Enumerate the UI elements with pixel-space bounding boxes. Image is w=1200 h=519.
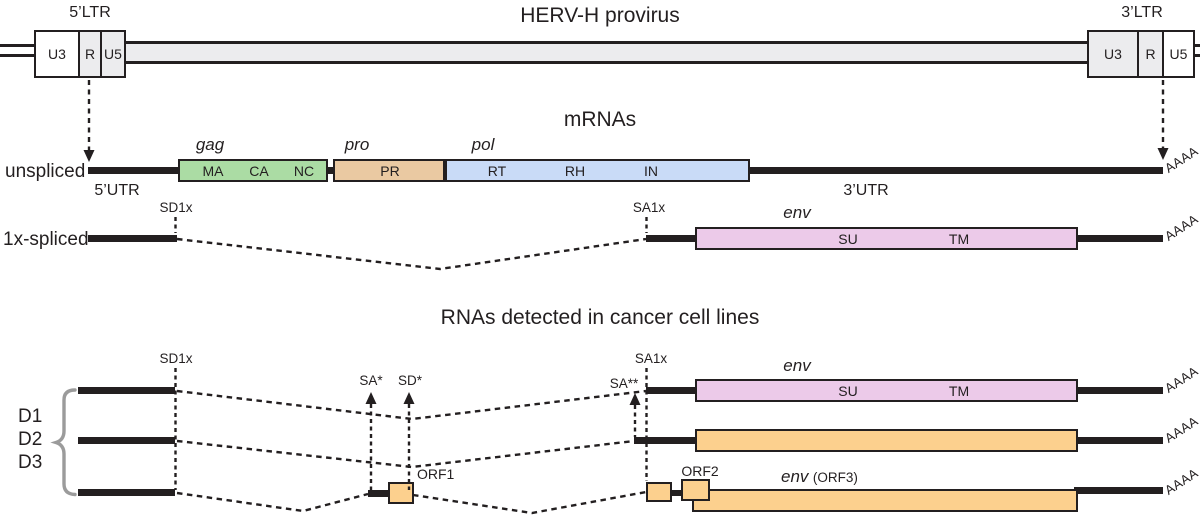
env-tm-domain: TM bbox=[948, 230, 970, 247]
d1-exon1-line bbox=[78, 387, 175, 394]
orf1-label: ORF1 bbox=[417, 466, 455, 482]
gag-ca-domain: CA bbox=[249, 162, 269, 179]
sa-star-arrowhead-icon bbox=[365, 392, 377, 404]
ltr3-r-label: R bbox=[1145, 46, 1156, 62]
d3-exon1-line bbox=[78, 489, 175, 496]
sd-star-label: SD* bbox=[397, 373, 423, 388]
spliced-exon1-line bbox=[88, 235, 177, 242]
utr5-label: 5’UTR bbox=[94, 182, 140, 199]
flanking-dna-right-line bbox=[1193, 54, 1200, 57]
ltr5-label: 5’LTR bbox=[69, 4, 111, 21]
pro-pr-domain: PR bbox=[380, 162, 400, 179]
d1-env-gene-label: env bbox=[783, 356, 811, 375]
d3-intron1-line bbox=[176, 491, 369, 513]
pro-gene-label: pro bbox=[344, 135, 370, 154]
pol-rt-domain: RT bbox=[487, 162, 507, 179]
utr3-label: 3’UTR bbox=[843, 182, 889, 199]
d3-env-orf3-box bbox=[692, 489, 1078, 512]
unspliced-row-label: unspliced bbox=[5, 161, 86, 182]
d3-orf2-box bbox=[681, 479, 710, 501]
ltr3-u5-label: U5 bbox=[1169, 46, 1188, 62]
gag-gene-label: gag bbox=[195, 135, 225, 154]
ltr5-u3-box: U3 bbox=[34, 30, 80, 78]
sd1x-label-mrna: SD1x bbox=[159, 200, 193, 215]
d2-orf-box bbox=[695, 429, 1078, 452]
provirus-title: HERV-H provirus bbox=[520, 4, 680, 27]
polya-d1: AAAA bbox=[1161, 363, 1200, 396]
flanking-dna-right-line bbox=[1193, 44, 1200, 47]
provirus-body-bar bbox=[124, 41, 1089, 64]
gag-box: MA CA NC bbox=[178, 159, 328, 182]
d2-exon1-line bbox=[78, 437, 175, 444]
polya-spliced: AAAA bbox=[1161, 211, 1200, 244]
ltr5-u3-label: U3 bbox=[48, 46, 66, 62]
ltr3-label: 3’LTR bbox=[1121, 4, 1163, 21]
pol-in-domain: IN bbox=[644, 162, 658, 179]
orf2-label: ORF2 bbox=[681, 463, 719, 479]
ltr3-r-box: R bbox=[1137, 30, 1164, 78]
ltr5-u5-label: U5 bbox=[104, 46, 122, 62]
polya-unspliced: AAAA bbox=[1161, 143, 1200, 176]
spliced-row-label: 1x-spliced bbox=[3, 229, 89, 250]
sd-star-arrowhead-icon bbox=[403, 392, 415, 404]
env-box: SU TM bbox=[695, 227, 1078, 250]
ltr3-u3-box: U3 bbox=[1087, 30, 1139, 78]
d3-exon3-small-box bbox=[646, 482, 672, 502]
d3-intron2-line bbox=[412, 490, 647, 515]
polya-site-arrowhead-icon bbox=[1157, 148, 1169, 160]
group-brace-icon bbox=[50, 388, 77, 497]
d3-orf1-box bbox=[388, 482, 414, 504]
env-orf3-env-part: env bbox=[781, 467, 809, 486]
polya-d3: AAAA bbox=[1161, 465, 1200, 498]
flanking-dna-left-line bbox=[0, 54, 36, 57]
d2-intron-line bbox=[176, 439, 635, 469]
pol-box: RT RH IN bbox=[445, 159, 750, 182]
d1-env-su-domain: SU bbox=[838, 382, 858, 399]
d3-exon-connector-line bbox=[668, 490, 684, 496]
pol-rh-domain: RH bbox=[564, 162, 586, 179]
ltr3-u5-box: U5 bbox=[1162, 30, 1195, 78]
sa1x-label-cancer: SA1x bbox=[634, 351, 668, 366]
d3-tail-line bbox=[1074, 487, 1163, 494]
group-d1-label: D1 bbox=[18, 406, 43, 427]
polya-d2: AAAA bbox=[1161, 413, 1200, 446]
sa-star-label: SA* bbox=[359, 373, 383, 388]
d3-exon2-line bbox=[368, 490, 392, 497]
d1-env-box: SU TM bbox=[695, 379, 1078, 402]
pol-gene-label: pol bbox=[471, 135, 495, 154]
mrnas-title: mRNAs bbox=[563, 108, 637, 131]
flanking-dna-left-line bbox=[0, 44, 36, 47]
pro-box: PR bbox=[333, 159, 445, 182]
ltr5-r-label: R bbox=[84, 46, 96, 62]
gag-ma-domain: MA bbox=[202, 162, 224, 179]
ltr5-u5-box: U5 bbox=[100, 30, 126, 78]
spliced-intron-line bbox=[176, 237, 647, 271]
gag-nc-domain: NC bbox=[293, 162, 315, 179]
ltr5-r-box: R bbox=[78, 30, 102, 78]
sd1x-label-cancer: SD1x bbox=[159, 351, 193, 366]
sa1x-label-mrna: SA1x bbox=[632, 200, 666, 215]
sa-doublestar-label: SA** bbox=[609, 376, 639, 391]
env-su-domain: SU bbox=[838, 230, 858, 247]
d1-intron-line bbox=[176, 389, 647, 421]
cancer-section-title: RNAs detected in cancer cell lines bbox=[440, 306, 760, 329]
env-gene-label: env bbox=[783, 203, 811, 222]
env-orf3-label: env (ORF3) bbox=[781, 467, 858, 487]
d1-env-tm-domain: TM bbox=[948, 382, 970, 399]
env-orf3-paren-part: (ORF3) bbox=[812, 470, 858, 485]
group-d2-label: D2 bbox=[18, 429, 43, 450]
sa-doublestar-arrowhead-icon bbox=[629, 393, 641, 405]
group-d3-label: D3 bbox=[18, 452, 43, 473]
ltr3-u3-label: U3 bbox=[1104, 46, 1122, 62]
